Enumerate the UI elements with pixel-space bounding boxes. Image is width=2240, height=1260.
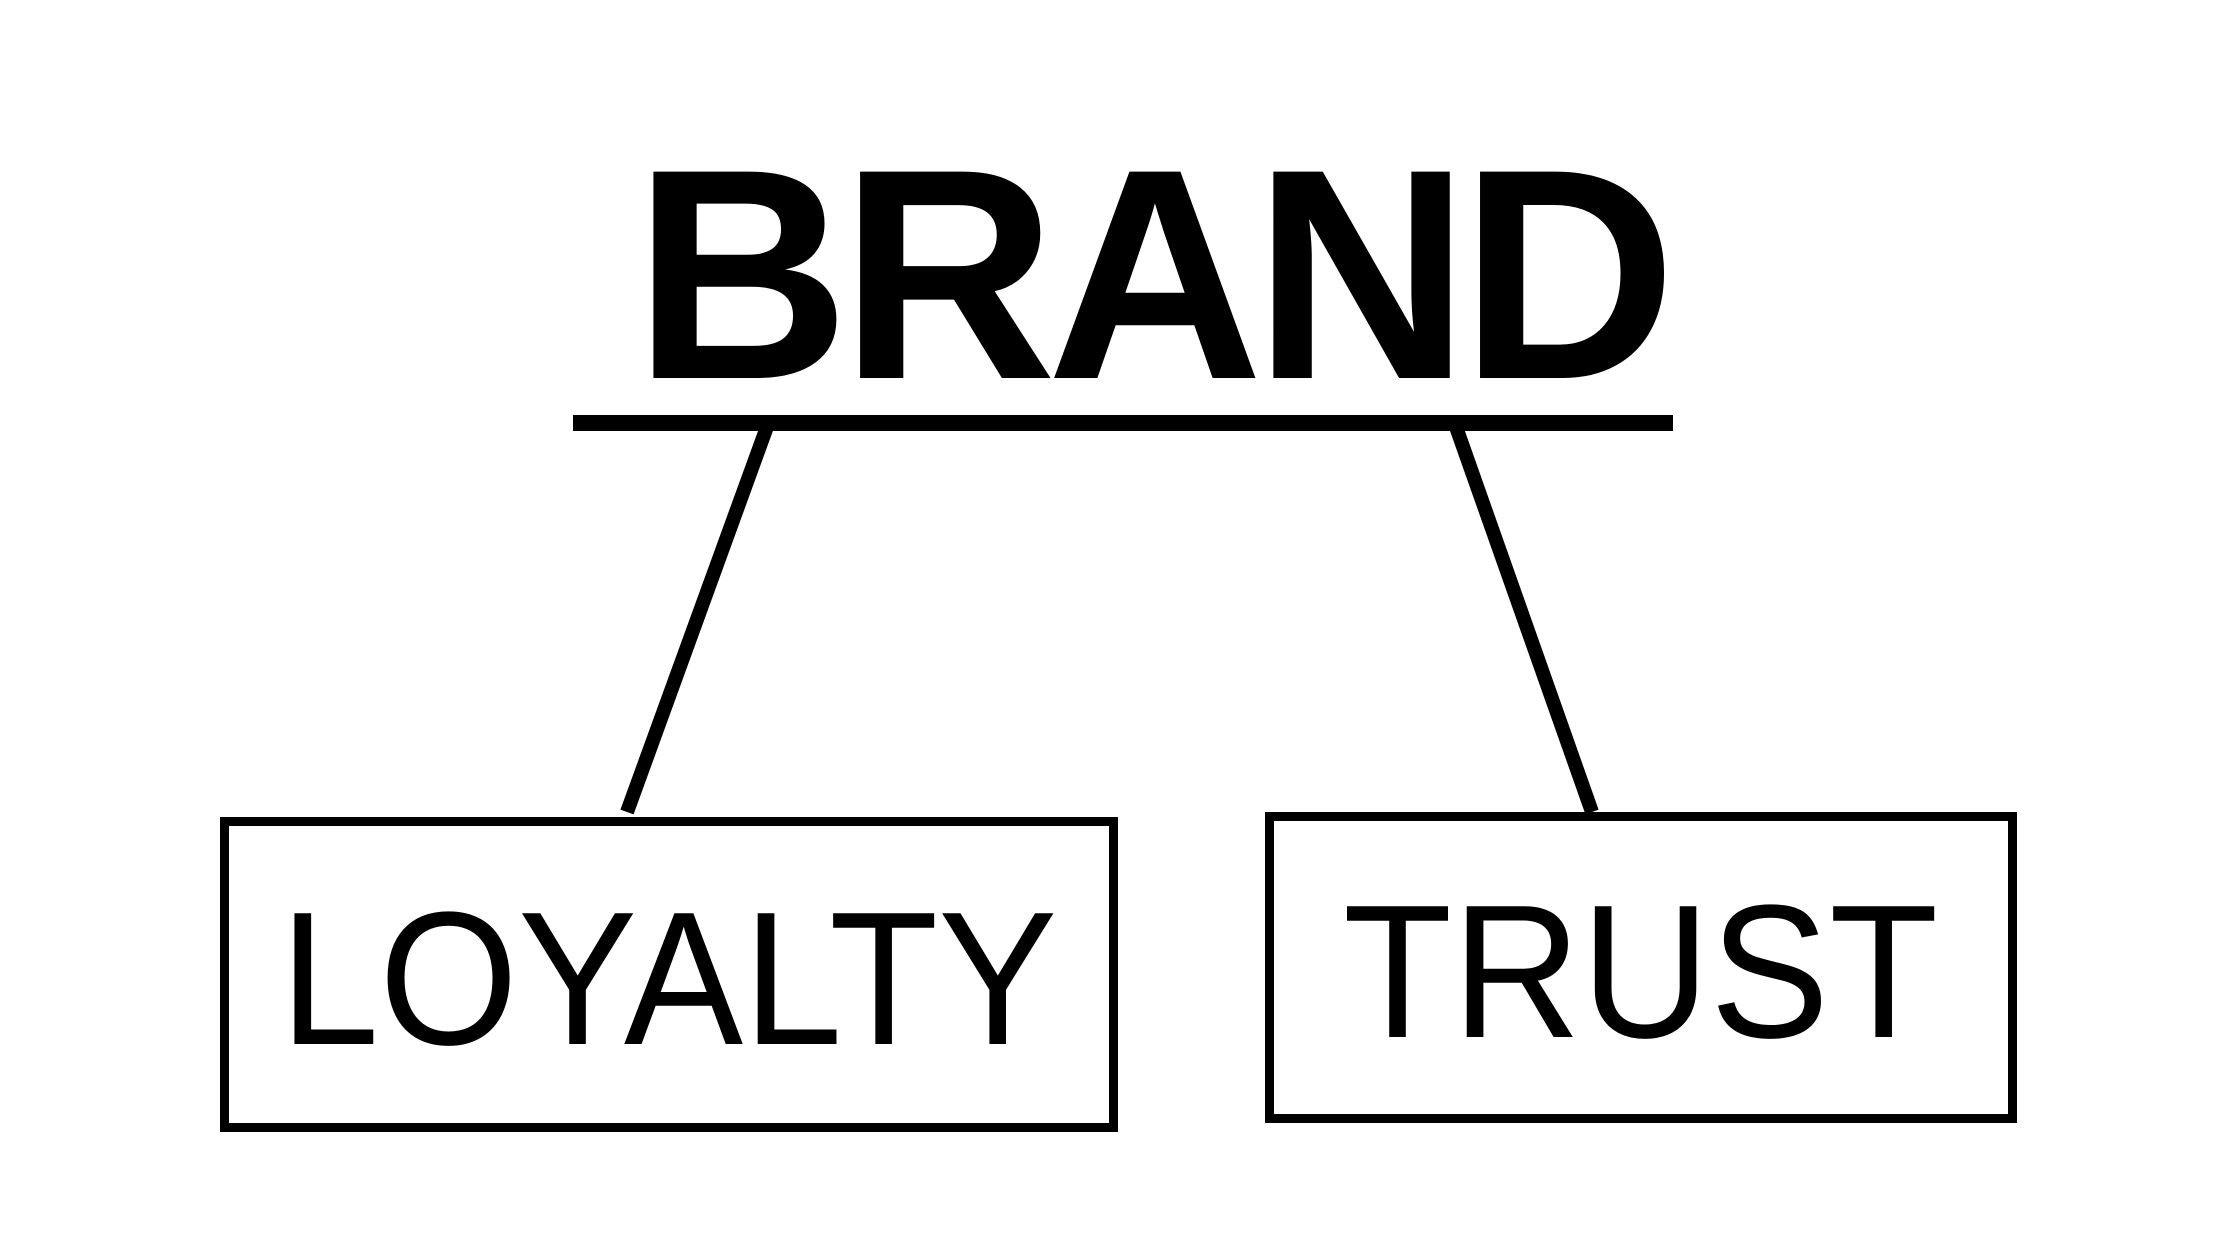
loyalty-node: LOYALTY xyxy=(220,817,1118,1132)
loyalty-label: LOYALTY xyxy=(280,872,1058,1085)
brand-title: BRAND xyxy=(633,106,1676,442)
connector-line-right xyxy=(1448,421,1599,815)
connector-line-left xyxy=(620,421,775,815)
brand-underline xyxy=(573,415,1673,431)
trust-label: TRUST xyxy=(1343,865,1939,1078)
trust-node: TRUST xyxy=(1265,812,2017,1123)
